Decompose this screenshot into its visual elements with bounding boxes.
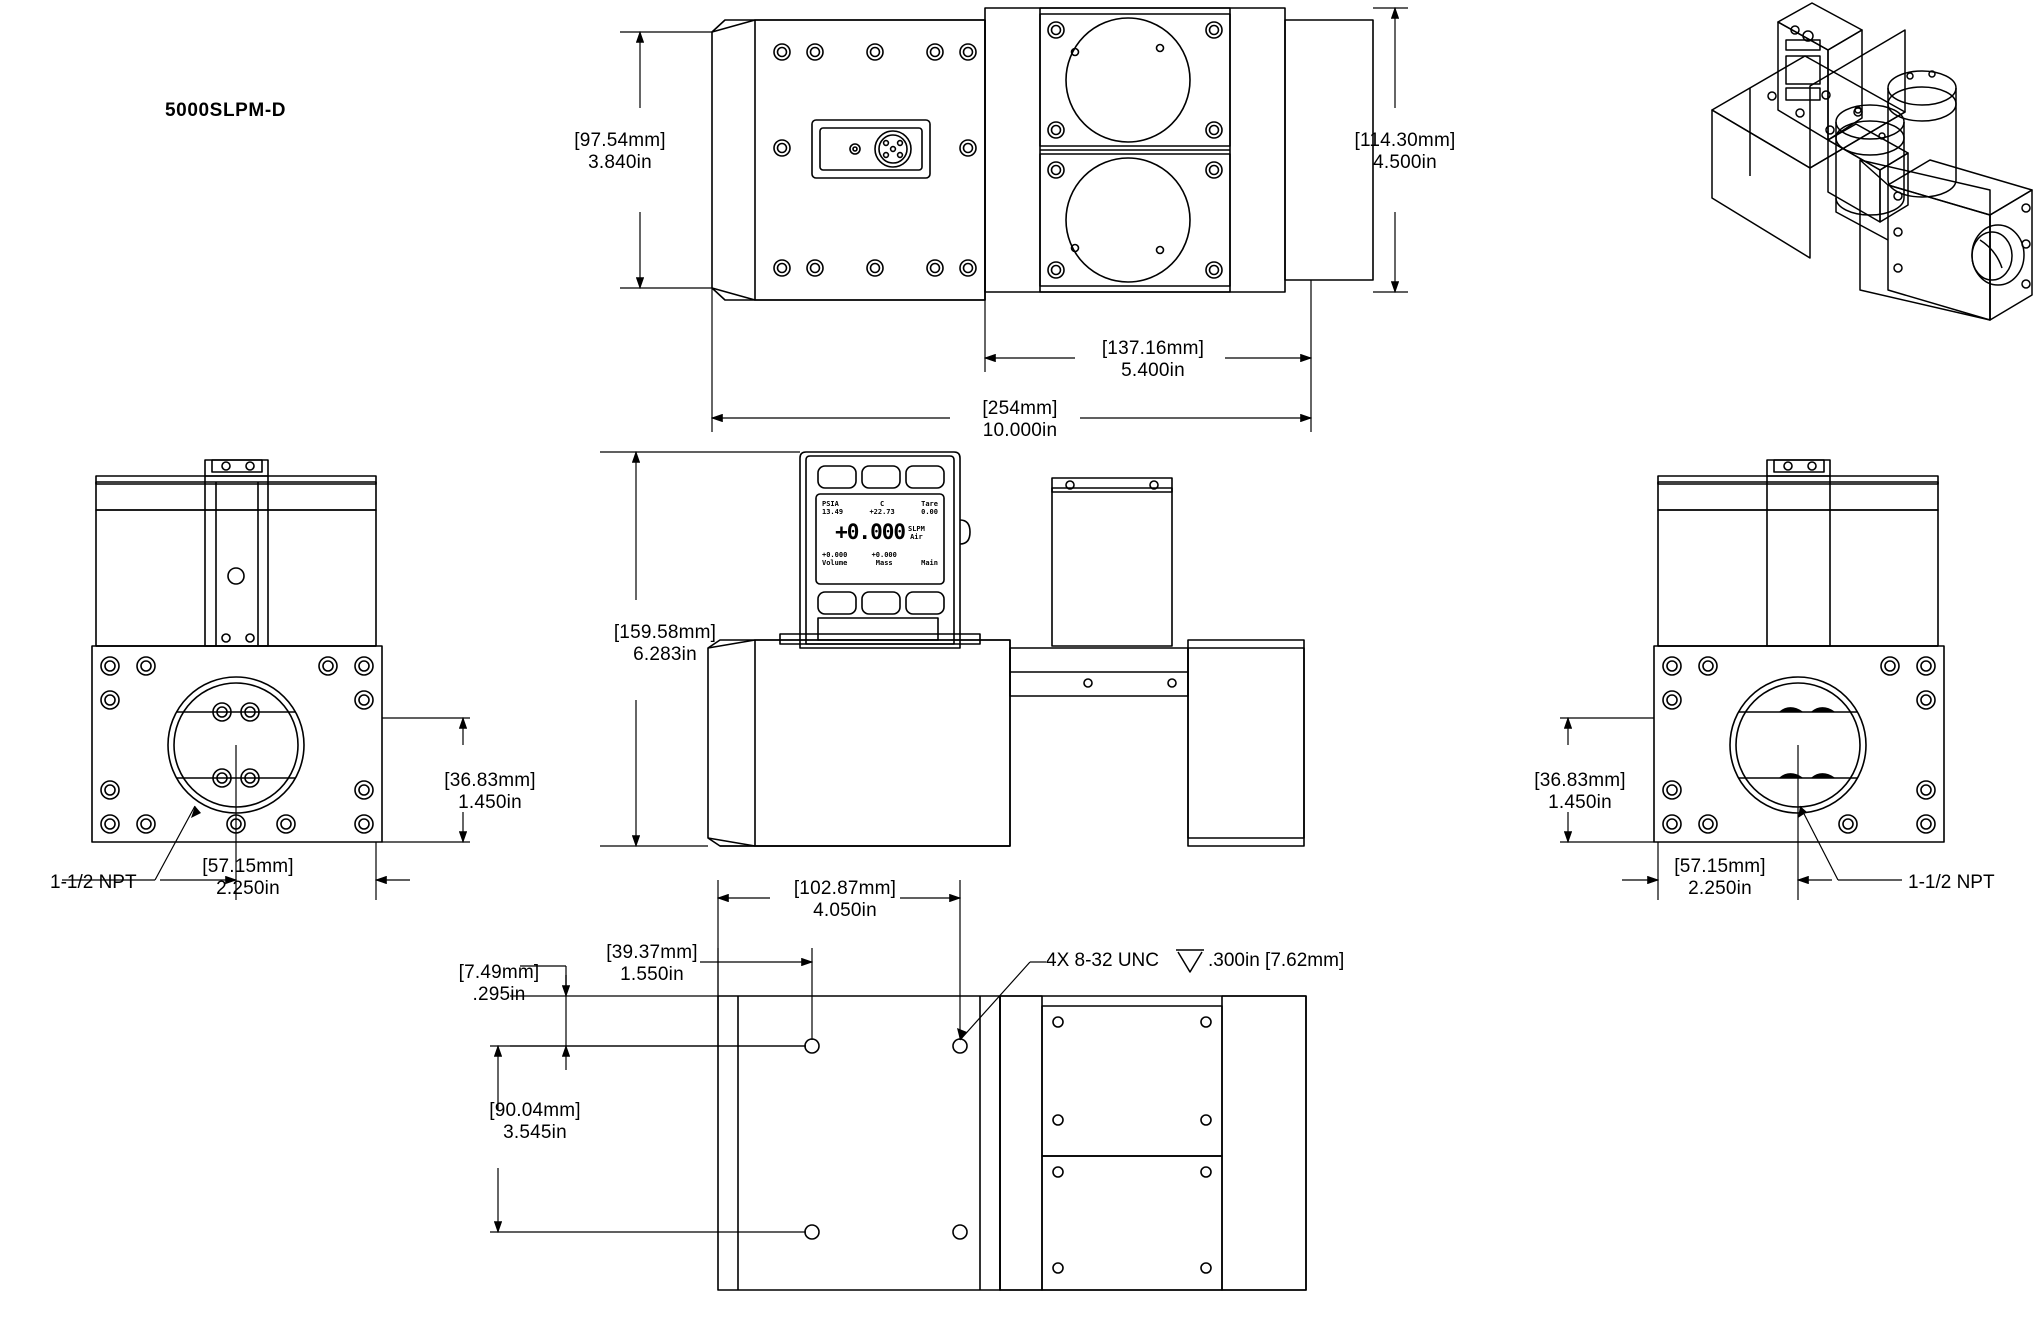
dim-mm: [57.15mm] <box>1674 856 1766 877</box>
dim-mm: [114.30mm] <box>1354 130 1456 151</box>
dim-front-height <box>600 450 800 848</box>
dim-in: 3.545in <box>503 1122 567 1143</box>
lcd-label: Mass <box>875 559 893 567</box>
callout-right-npt: 1-1/2 NPT <box>1908 872 1995 893</box>
lcd-cell-tare: Tare 0.00 <box>921 500 938 516</box>
dim-in: 5.400in <box>1121 360 1185 381</box>
dim-right-port-offset <box>1622 745 1832 900</box>
brand-logo-subtitle: SCIENTIFIC <box>898 635 930 641</box>
dim-bottom-hole-spacing-y <box>490 1044 806 1234</box>
leader-left-npt <box>62 805 201 881</box>
dim-right-base-height <box>1560 716 1654 844</box>
dim-label-overall-length: [254mm] 10.000in <box>930 398 1110 442</box>
callout-mounting-holes: 4X 8-32 UNC <box>1046 950 1159 971</box>
lcd-label: Volume <box>822 559 848 567</box>
dim-label-left-base-height: [36.83mm] 1.450in <box>400 770 580 814</box>
dim-in: 2.250in <box>1688 878 1752 899</box>
dim-in: 10.000in <box>982 420 1058 441</box>
dim-label-right-port-offset: [57.15mm] 2.250in <box>1630 856 1810 900</box>
dim-block-width <box>983 280 1313 372</box>
lcd-bottom-row: +0.000 Volume +0.000 Mass Main <box>822 551 938 567</box>
lcd-cell-temp: C +22.73 <box>869 500 894 516</box>
dim-overall-length <box>710 288 1313 432</box>
lcd-value: +0.000 <box>822 551 848 559</box>
dim-in: 4.500in <box>1373 152 1437 173</box>
dim-label-bottom-hole-spacing-x: [102.87mm] 4.050in <box>750 878 940 922</box>
dim-in: 1.450in <box>458 792 522 813</box>
dim-mm: [159.58mm] <box>613 622 717 643</box>
lcd-label: Main <box>921 559 938 567</box>
dim-left-port-offset <box>160 745 410 900</box>
dim-in: 1.450in <box>1548 792 1612 813</box>
dim-in: 4.050in <box>813 900 877 921</box>
dim-bottom-hole-offset-x <box>700 948 814 1040</box>
dim-in: 1.550in <box>620 964 684 985</box>
dim-mm: [102.87mm] <box>793 878 897 899</box>
top-view-body <box>711 7 1374 301</box>
lcd-value: +22.73 <box>869 508 895 516</box>
lcd-main-unit: SLPM Air <box>908 525 925 541</box>
lcd-cell-mass[interactable]: +0.000 Mass <box>872 551 897 567</box>
lcd-unit-1: SLPM <box>908 524 925 533</box>
dim-mm: [36.83mm] <box>1534 770 1626 791</box>
dim-label-top-right-height: [114.30mm] 4.500in <box>1310 130 1500 174</box>
dim-label-bottom-edge-offset: [7.49mm] .295in <box>414 962 584 1006</box>
dim-left-base-height <box>382 716 470 844</box>
dim-label-bottom-hole-offset-x: [39.37mm] 1.550in <box>562 942 742 986</box>
isometric-view-body <box>1711 2 2033 321</box>
dim-in: 6.283in <box>633 644 697 665</box>
lcd-value: 0.00 <box>921 508 938 516</box>
depth-symbol-glyph <box>1176 949 1204 973</box>
dim-in: .295in <box>472 984 526 1005</box>
dim-label-right-base-height: [36.83mm] 1.450in <box>1490 770 1670 814</box>
callout-mounting-holes-depth: .300in [7.62mm] <box>1208 950 1345 971</box>
left-side-view-body <box>91 459 383 843</box>
lcd-main-value: +0.000 <box>835 520 906 544</box>
dim-mm: [7.49mm] <box>458 962 540 983</box>
dim-mm: [57.15mm] <box>202 856 294 877</box>
bottom-view-body <box>717 995 1307 1291</box>
lcd-label: PSIA <box>822 500 839 508</box>
dim-mm: [137.16mm] <box>1101 338 1205 359</box>
dim-mm: [97.54mm] <box>574 130 666 151</box>
lcd-label: Tare <box>921 500 938 508</box>
lcd-unit-2: Air <box>910 532 923 541</box>
dim-label-left-port-offset: [57.15mm] 2.250in <box>158 856 338 900</box>
brand-logo: ALICAT <box>846 620 890 635</box>
front-view-body <box>707 451 1305 847</box>
dim-label-top-height: [97.54mm] 3.840in <box>530 130 710 174</box>
dim-top-height <box>620 30 712 290</box>
leader-right-npt <box>1798 805 1902 881</box>
lcd-value: +0.000 <box>871 551 897 559</box>
dim-mm: [254mm] <box>982 398 1058 419</box>
dim-label-block-width: [137.16mm] 5.400in <box>1058 338 1248 382</box>
dim-top-right-height <box>1373 6 1408 294</box>
lcd-cell-main[interactable]: Main <box>921 551 938 567</box>
dim-label-bottom-hole-spacing-y: [90.04mm] 3.545in <box>440 1100 630 1144</box>
dim-mm: [39.37mm] <box>606 942 698 963</box>
dim-label-front-height: [159.58mm] 6.283in <box>570 622 760 666</box>
lcd-label: C <box>879 500 885 508</box>
callout-left-npt: 1-1/2 NPT <box>50 872 137 893</box>
dim-in: 2.250in <box>216 878 280 899</box>
lcd-screen: PSIA 13.49 C +22.73 Tare 0.00 +0.000 SLP… <box>822 500 938 567</box>
dim-in: 3.840in <box>588 152 652 173</box>
dim-mm: [90.04mm] <box>489 1100 581 1121</box>
lcd-main-reading: +0.000 SLPM Air <box>822 522 938 543</box>
lcd-top-row: PSIA 13.49 C +22.73 Tare 0.00 <box>822 500 938 516</box>
lcd-cell-volume[interactable]: +0.000 Volume <box>822 551 847 567</box>
dim-mm: [36.83mm] <box>444 770 536 791</box>
page-title: 5000SLPM-D <box>165 100 287 121</box>
lcd-cell-psia: PSIA 13.49 <box>822 500 843 516</box>
lcd-value: 13.49 <box>822 508 844 516</box>
right-side-view-body <box>1653 459 1945 843</box>
leader-mounting-holes <box>957 961 1046 1041</box>
